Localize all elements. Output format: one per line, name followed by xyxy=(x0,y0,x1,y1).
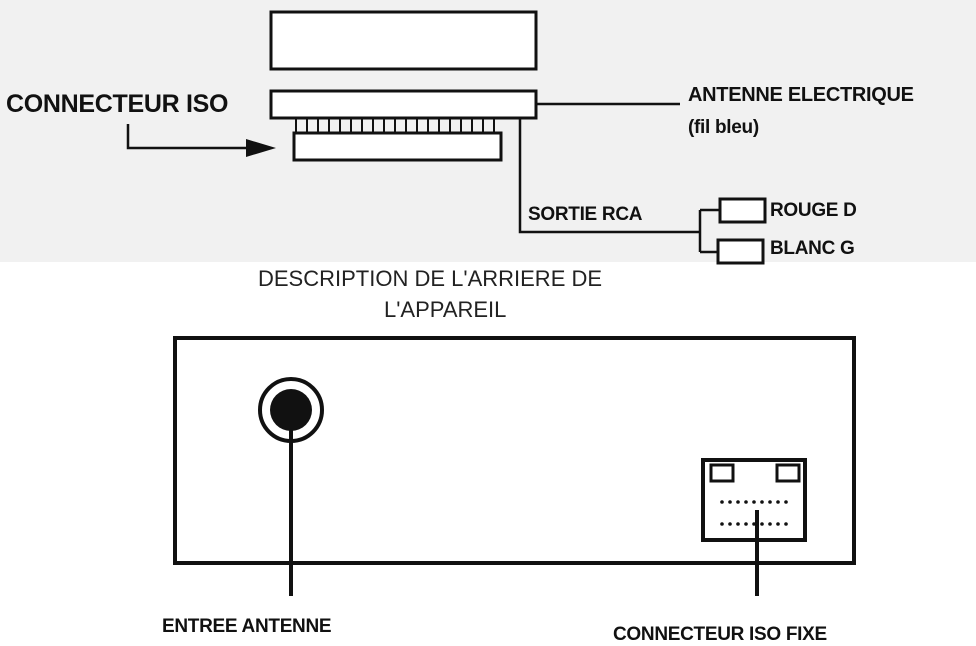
fixed-iso-socket-icon xyxy=(701,458,807,542)
upper-plug-block xyxy=(269,10,538,71)
fixed-iso-connector-label: CONNECTEUR ISO FIXE xyxy=(613,624,827,645)
rca-plug-white xyxy=(716,238,765,265)
iso-pointer-arrow xyxy=(126,124,276,157)
blue-wire-label: (fil bleu) xyxy=(688,117,759,138)
iso-connector-assembly xyxy=(269,10,538,162)
antenna-jack-icon xyxy=(258,377,324,443)
iso-connector-body xyxy=(269,89,538,120)
red-right-label: ROUGE D xyxy=(770,200,857,221)
antenna-input-label: ENTREE ANTENNE xyxy=(162,616,332,637)
rca-plug-red xyxy=(718,197,767,224)
rear-description-title-line1: DESCRIPTION DE L'ARRIERE DE xyxy=(258,266,603,291)
iso-connector-pins xyxy=(295,118,495,133)
rear-description-title-line2: L'APPAREIL xyxy=(384,297,507,322)
rca-output-label: SORTIE RCA xyxy=(528,204,643,225)
rca-wiring xyxy=(518,118,720,254)
antenna-electric-label: ANTENNE ELECTRIQUE xyxy=(688,84,914,106)
white-left-label: BLANC G xyxy=(770,238,855,259)
iso-mating-plug xyxy=(292,131,503,162)
iso-connector-label: CONNECTEUR ISO xyxy=(6,90,229,118)
